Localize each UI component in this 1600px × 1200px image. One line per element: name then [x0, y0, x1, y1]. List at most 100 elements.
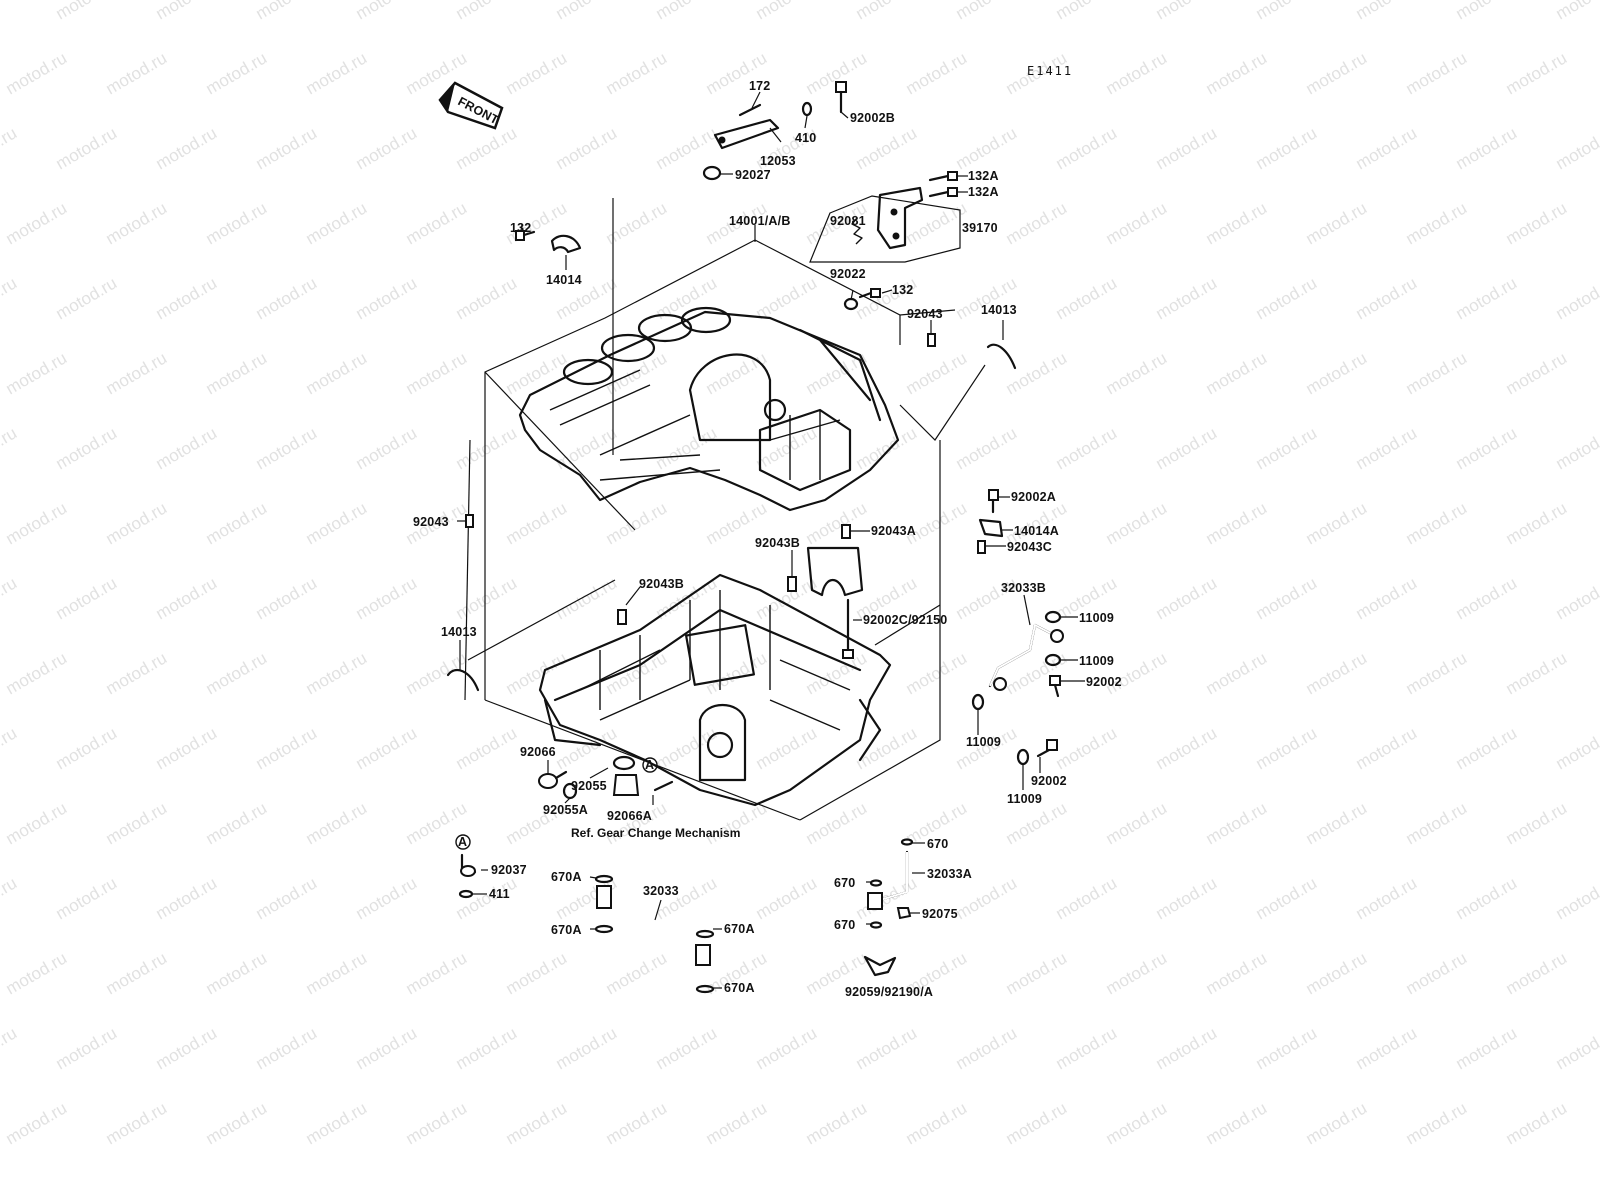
- label-92037: 92037: [491, 863, 527, 877]
- label-92002b: 92002B: [850, 111, 895, 125]
- watermark-text: motod.ru: [253, 273, 321, 323]
- watermark-text: motod.ru: [153, 873, 221, 923]
- bracket-group-frame: [809, 195, 961, 263]
- watermark-text: motod.ru: [653, 873, 721, 923]
- watermark-text: motod.ru: [3, 1098, 71, 1148]
- watermark-text: motod.ru: [3, 48, 71, 98]
- watermark-text: motod.ru: [1203, 798, 1271, 848]
- watermark-text: motod.ru: [853, 423, 921, 473]
- leader-lines: [457, 91, 1085, 989]
- label-670-3: 670: [834, 918, 855, 932]
- watermark-text: motod.ru: [1553, 423, 1600, 473]
- watermark-text: motod.ru: [853, 1023, 921, 1073]
- watermark-text: motod.ru: [203, 948, 271, 998]
- watermark-text: motod.ru: [553, 423, 621, 473]
- watermark-text: motod.ru: [153, 723, 221, 773]
- part-labels: 172 92002B 410 12053 92027 132A 132A 140…: [413, 79, 1122, 999]
- watermark-text: motod.ru: [753, 873, 821, 923]
- watermark-text: motod.ru: [1453, 0, 1521, 23]
- watermark-text: motod.ru: [1403, 948, 1471, 998]
- watermark-text: motod.ru: [1353, 0, 1421, 23]
- label-172: 172: [749, 79, 770, 93]
- watermark-text: motod.ru: [1203, 348, 1271, 398]
- watermark-text: motod.ru: [303, 648, 371, 698]
- watermark-text: motod.ru: [253, 573, 321, 623]
- watermark-text: motod.ru: [53, 0, 121, 23]
- watermark-text: motod.ru: [753, 423, 821, 473]
- watermark-text: motod.ru: [1253, 873, 1321, 923]
- watermark-text: motod.ru: [803, 798, 871, 848]
- watermark-text: motod.ru: [1303, 348, 1371, 398]
- watermark-text: motod.ru: [203, 348, 271, 398]
- label-410: 410: [795, 131, 816, 145]
- label-92002-2: 92002: [1031, 774, 1067, 788]
- marker-a-circle: A: [642, 757, 658, 773]
- watermark-text: motod.ru: [453, 0, 521, 23]
- label-670a-3: 670A: [724, 922, 755, 936]
- watermark-text: motod.ru: [1453, 873, 1521, 923]
- ref-note: Ref. Gear Change Mechanism: [571, 826, 740, 840]
- watermark-text: motod.ru: [553, 123, 621, 173]
- watermark-text: motod.ru: [1153, 573, 1221, 623]
- watermark-text: motod.ru: [503, 1098, 571, 1148]
- watermark-text: motod.ru: [653, 0, 721, 23]
- watermark-text: motod.ru: [1503, 648, 1571, 698]
- watermark-text: motod.ru: [1203, 1098, 1271, 1148]
- watermark-text: motod.ru: [803, 1098, 871, 1148]
- watermark-text: motod.ru: [1053, 423, 1121, 473]
- dowel-92043a: [841, 524, 851, 539]
- watermark-text: motod.ru: [1353, 873, 1421, 923]
- watermark-text: motod.ru: [303, 48, 371, 98]
- front-arrow-icon: FRONT: [438, 81, 504, 130]
- watermark-text: motod.ru: [153, 0, 221, 23]
- lower-crankcase: [538, 573, 892, 807]
- watermark-text: motod.ru: [1553, 123, 1600, 173]
- watermark-text: motod.ru: [703, 648, 771, 698]
- bolt-132-top: [515, 230, 536, 241]
- watermark-text: motod.ru: [103, 498, 171, 548]
- watermark-text: motod.ru: [753, 273, 821, 323]
- watermark-text: motod.ru: [1103, 948, 1171, 998]
- watermark-text: motod.ru: [953, 1023, 1021, 1073]
- watermark-text: motod.ru: [1203, 498, 1271, 548]
- watermark-text: motod.ru: [1453, 423, 1521, 473]
- watermark-text: motod.ru: [853, 123, 921, 173]
- label-92059: 92059/92190/A: [845, 985, 933, 999]
- watermark-text: motod.ru: [1403, 348, 1471, 398]
- pin-172: [738, 103, 762, 117]
- watermark-text: motod.ru: [353, 423, 421, 473]
- watermark-text: motod.ru: [0, 1023, 20, 1073]
- label-132a-1: 132A: [968, 169, 999, 183]
- watermark-text: motod.ru: [753, 0, 821, 23]
- bolt-92002-2: [1036, 739, 1058, 758]
- watermark-text: motod.ru: [3, 948, 71, 998]
- watermark-text: motod.ru: [1553, 273, 1600, 323]
- label-92043-left: 92043: [413, 515, 449, 529]
- watermark-text: motod.ru: [1303, 498, 1371, 548]
- watermark-text: motod.ru: [203, 1098, 271, 1148]
- watermark-text: motod.ru: [503, 498, 571, 548]
- label-92055: 92055: [571, 779, 607, 793]
- watermark-text: motod.ru: [953, 0, 1021, 23]
- watermark-text: motod.ru: [1503, 198, 1571, 248]
- watermark-text: motod.ru: [1453, 123, 1521, 173]
- watermark-text: motod.ru: [103, 648, 171, 698]
- cap-14014: [550, 234, 582, 254]
- watermark-text: motod.ru: [1453, 573, 1521, 623]
- label-92055a: 92055A: [543, 803, 588, 817]
- spring-92081: [851, 217, 863, 245]
- watermark-text: motod.ru: [1103, 498, 1171, 548]
- label-14001: 14001/A/B: [729, 214, 791, 228]
- watermark-text: motod.ru: [653, 123, 721, 173]
- watermark-text: motod.ru: [503, 648, 571, 698]
- watermark-text: motod.ru: [103, 48, 171, 98]
- watermark-text: motod.ru: [253, 723, 321, 773]
- watermark-text: motod.ru: [253, 123, 321, 173]
- watermark-text: motod.ru: [903, 648, 971, 698]
- plug-92075: [896, 907, 912, 920]
- clamp-14014a: [978, 518, 1004, 538]
- watermark-text: motod.ru: [353, 573, 421, 623]
- watermark-text: motod.ru: [1103, 48, 1171, 98]
- label-92081: 92081: [830, 214, 866, 228]
